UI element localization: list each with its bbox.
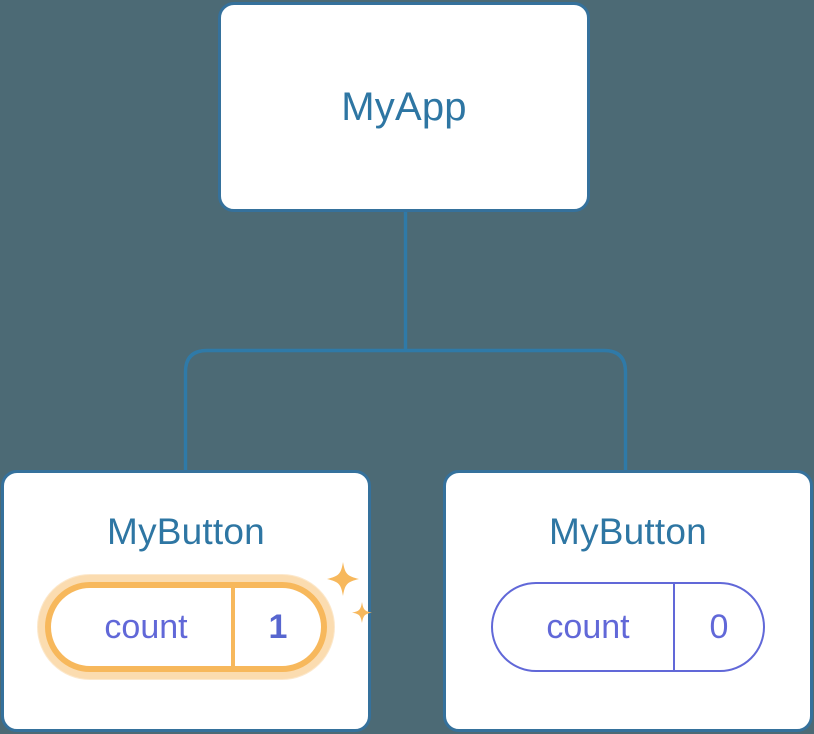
state-value: 0 [673,584,763,670]
edge-bracket [183,348,628,472]
component-node-mybutton-updated[interactable]: MyButton count 1 [1,470,372,732]
state-pill-wrap[interactable]: count 0 [491,582,765,672]
component-node-mybutton[interactable]: MyButton count 0 [443,470,813,732]
state-pill[interactable]: count 1 [45,582,327,672]
state-key: count [546,608,630,646]
component-title: MyButton [549,511,707,552]
component-title: MyButton [107,511,265,552]
state-pill-updated[interactable]: count 1 [45,562,372,672]
sparkles-icon [327,562,372,623]
state-key: count [104,608,188,646]
component-node-myapp[interactable]: MyApp [218,2,590,212]
component-title: MyApp [341,85,467,129]
state-pill[interactable]: count 0 [491,582,765,672]
state-value: 1 [231,588,321,666]
